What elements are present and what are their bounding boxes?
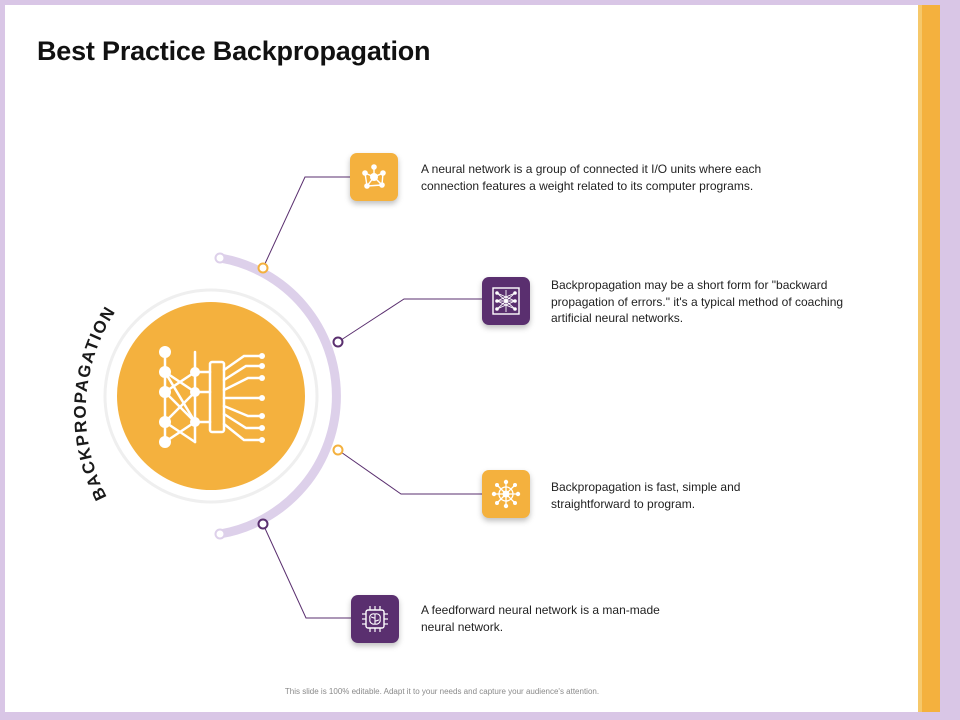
arc-end-dot xyxy=(214,252,226,264)
outer-arc xyxy=(215,253,341,539)
circuit-nodes xyxy=(159,346,265,448)
connector-line xyxy=(262,523,351,619)
connector-dot xyxy=(257,262,269,274)
neural-mesh-icon xyxy=(492,287,520,315)
chip-dots xyxy=(215,376,219,416)
item-description: Backpropagation is fast, simple and stra… xyxy=(551,480,741,511)
page-title: Best Practice Backpropagation xyxy=(37,36,431,66)
right-border xyxy=(940,0,960,720)
item-description: A feedforward neural network is a man-ma… xyxy=(421,603,660,634)
connector-dot xyxy=(332,444,344,456)
connector-dot xyxy=(257,518,269,530)
network-nodes-icon xyxy=(362,164,386,189)
connector-line xyxy=(337,298,482,343)
footer-note: This slide is 100% editable. Adapt it to… xyxy=(284,687,600,696)
left-border xyxy=(0,0,5,720)
arc-end-dot xyxy=(214,528,226,540)
accent-stripe xyxy=(922,5,940,712)
bottom-border xyxy=(0,712,960,720)
top-border xyxy=(0,0,960,5)
connector-dot xyxy=(332,336,344,348)
item-description: A neural network is a group of connected… xyxy=(421,162,762,193)
brain-chip-icon-box xyxy=(351,595,399,643)
network-nodes-icon-box xyxy=(350,153,398,201)
network-star-icon xyxy=(491,479,521,509)
network-star-icon-box xyxy=(482,470,530,518)
brain-chip-icon xyxy=(362,606,388,632)
connector-line xyxy=(337,449,482,495)
connector-line xyxy=(262,176,350,269)
neural-mesh-icon-box xyxy=(482,277,530,325)
item-description: Backpropagation may be a short form for … xyxy=(551,278,844,325)
